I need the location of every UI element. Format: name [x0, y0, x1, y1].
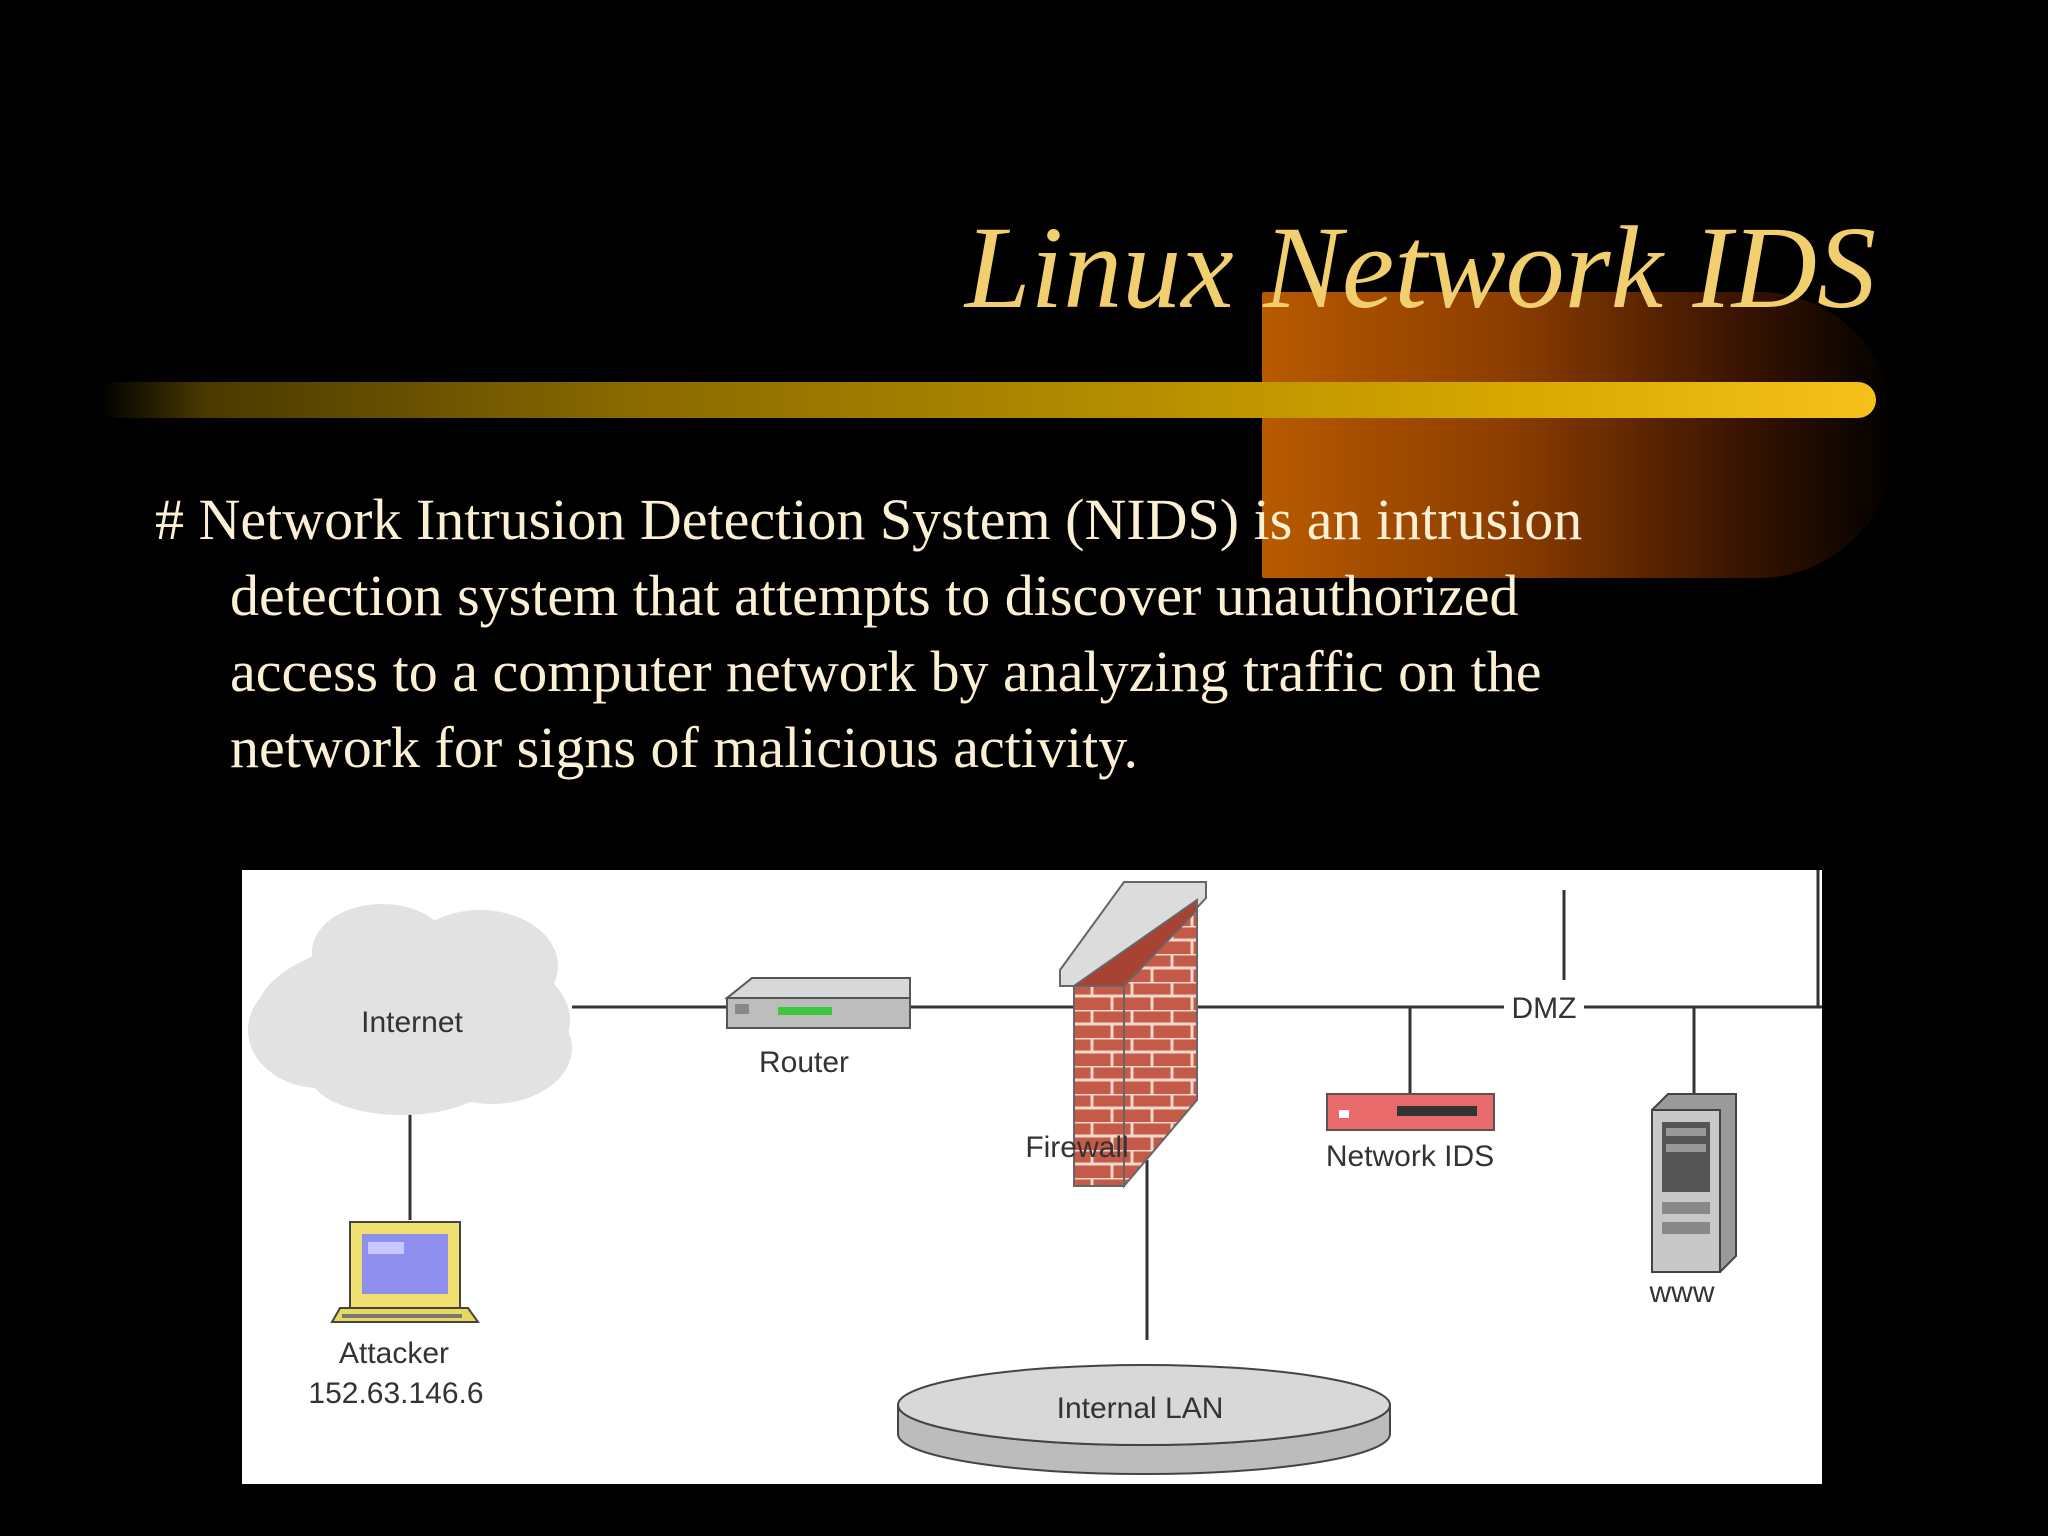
internal-lan-label: Internal LAN [1057, 1392, 1224, 1425]
decorative-gold-bar [100, 382, 1876, 418]
attacker-ip-label: 152.63.146.6 [308, 1377, 483, 1410]
router-label: Router [759, 1046, 849, 1079]
firewall-icon [1059, 881, 1207, 1189]
router-icon [724, 977, 911, 1029]
network-ids-icon [1326, 1093, 1495, 1131]
dmz-label: DMZ [1512, 992, 1577, 1025]
network-diagram: Internet Router Firewall DMZ Network IDS [242, 870, 1822, 1484]
decorative-orange-block [1262, 292, 1898, 578]
bullet-line-4: network for signs of malicious activity. [230, 715, 1138, 780]
slide-title: Linux Network IDS [964, 202, 1876, 333]
attacker-computer-icon [330, 1221, 480, 1323]
internal-lan-icon [897, 1364, 1391, 1475]
bullet-paragraph: # Network Intrusion Detection System (NI… [155, 482, 1935, 786]
internet-cloud-icon [248, 904, 572, 1115]
connection-lines [408, 870, 1822, 1340]
bullet-line-1: # Network Intrusion Detection System (NI… [155, 487, 1583, 552]
www-server-icon [1651, 1093, 1737, 1273]
internet-label: Internet [361, 1006, 463, 1039]
network-ids-label: Network IDS [1326, 1140, 1494, 1173]
attacker-label: Attacker [339, 1337, 449, 1370]
firewall-label: Firewall [1025, 1131, 1128, 1164]
bullet-line-2: detection system that attempts to discov… [230, 563, 1519, 628]
bullet-marker: # [155, 487, 184, 552]
www-label: www [1649, 1276, 1715, 1309]
bullet-line-3: access to a computer network by analyzin… [230, 639, 1542, 704]
